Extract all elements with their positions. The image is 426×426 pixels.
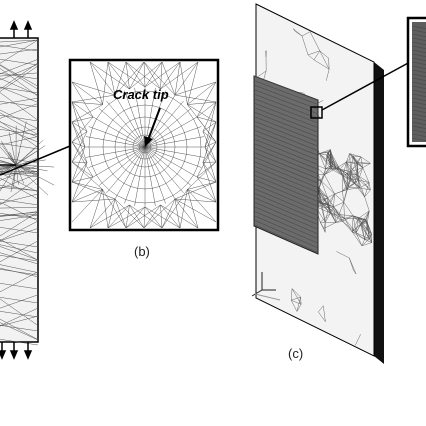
panel-c-zoom-marker bbox=[310, 106, 323, 119]
connector-a-to-b bbox=[0, 145, 71, 176]
panel-a-load-arrows-top bbox=[9, 20, 33, 38]
panel-a-mesh bbox=[0, 39, 55, 346]
connector-c-to-zoom bbox=[321, 61, 411, 111]
panel-c-plate bbox=[251, 3, 384, 364]
crack-tip-arrow bbox=[144, 107, 161, 147]
panel-b-spider-web-mesh bbox=[71, 61, 217, 229]
composite-patch bbox=[253, 75, 319, 255]
caption-c: (c) bbox=[288, 346, 304, 361]
crack-tip-label: Crack tip bbox=[113, 87, 169, 102]
panel-a-specimen bbox=[0, 20, 55, 360]
panel-c-zoom-panel bbox=[406, 16, 426, 148]
caption-b: (b) bbox=[134, 244, 150, 259]
panel-a-load-arrows-bottom bbox=[0, 342, 33, 360]
panel-c-plate-edge bbox=[374, 62, 384, 364]
panel-b-zoom bbox=[68, 58, 220, 232]
coordinate-triad-icon bbox=[251, 272, 281, 301]
